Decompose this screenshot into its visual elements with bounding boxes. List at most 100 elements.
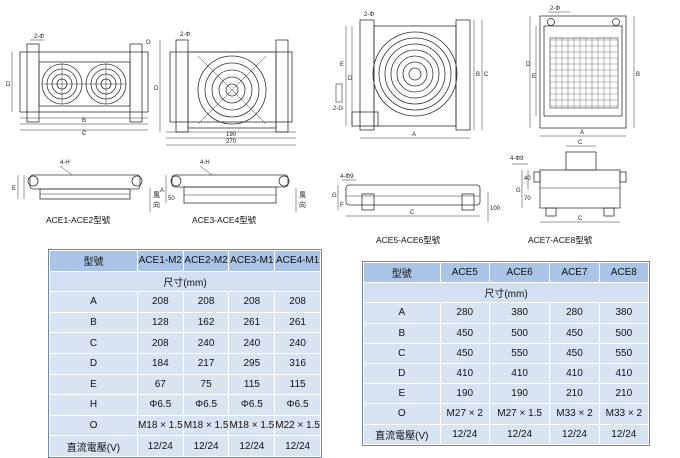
table-cell: 410 [550, 363, 599, 384]
table-header-cell: ACE7 [550, 263, 599, 283]
ace56-side-view [337, 179, 489, 222]
table-cell: 12/24 [275, 436, 320, 456]
table-header-cell: 型號 [50, 251, 137, 271]
table-cell: 500 [489, 323, 550, 343]
table-header-cell: ACE3-M1 [229, 251, 275, 271]
table-row: 直流電壓(V) 12/24 12/24 12/24 12/24 [50, 436, 320, 456]
ace34-dim-side-height: 50 [168, 196, 175, 202]
ace78-dim-side-left3: 70 [524, 196, 531, 202]
ace56-dim-side-right: 100 [490, 206, 501, 212]
ace56-caption: ACE5-ACE6型號 [376, 235, 441, 245]
row-label: H [50, 395, 137, 415]
ace34-dim-bottom1: 190 [226, 132, 237, 138]
table-cell: M18 × 1.5 [229, 415, 275, 436]
ace12-dim-bottom1: B [82, 118, 86, 124]
table-cell: 12/24 [599, 424, 648, 444]
table-cell: 410 [489, 363, 550, 384]
table-cell: 115 [275, 374, 320, 395]
ace34-dim-side-left: A [160, 188, 164, 194]
table-cell: 67 [137, 374, 183, 395]
ace56-dim-side-left1: G [332, 193, 337, 199]
table-cell: 410 [599, 363, 648, 384]
ace56-dim-top: 2-Φ [364, 12, 374, 18]
table-cell: M27 × 1.5 [489, 404, 550, 424]
table-subheader-row: 尺寸(mm) [364, 283, 648, 303]
table-cell: 12/24 [550, 424, 599, 444]
row-label: A [50, 292, 137, 312]
ace34-dim-bottom2: 270 [226, 139, 237, 145]
table-row: D 410 410 410 410 [364, 363, 648, 384]
ace34-wind-label-1: 風 [299, 191, 306, 199]
ace78-dim-side-top: C [578, 140, 583, 146]
ace56-dim-left1: E [340, 62, 344, 68]
ace12-caption: ACE1-ACE2型號 [46, 215, 111, 225]
table-row: O M27 × 2 M27 × 1.5 M33 × 2 M33 × 2 [364, 404, 648, 424]
table-row: 直流電壓(V) 12/24 12/24 12/24 12/24 [364, 424, 648, 444]
table-row: C 450 550 450 550 [364, 343, 648, 363]
table-cell: 12/24 [183, 436, 229, 456]
table-row: E 190 190 210 210 [364, 384, 648, 404]
ace34-caption: ACE3-ACE4型號 [192, 215, 257, 225]
ace12-wind-label-1: 風 [153, 191, 160, 199]
ace12-wind-label-2: 向 [153, 200, 160, 209]
table-subheader: 尺寸(mm) [364, 283, 648, 303]
table-cell: 210 [550, 384, 599, 404]
row-label: E [50, 374, 137, 395]
table-cell: 208 [229, 292, 275, 312]
table-cell: 115 [229, 374, 275, 395]
table-cell: 217 [183, 353, 229, 374]
ace56-front-view [335, 19, 483, 139]
table-cell: M33 × 2 [550, 404, 599, 424]
table-row: B 128 162 261 261 [50, 312, 320, 333]
table-cell: 450 [440, 343, 489, 363]
table-cell: 208 [137, 292, 183, 312]
table-cell: 208 [275, 292, 320, 312]
table-cell: M18 × 1.5 [137, 415, 183, 436]
table-cell: 12/24 [137, 436, 183, 456]
table-cell: 240 [229, 333, 275, 353]
ace12-dim-side-height: E [12, 186, 16, 192]
table-cell: Φ6.5 [229, 395, 275, 415]
table-row: C 208 240 240 240 [50, 333, 320, 353]
table-subheader: 尺寸(mm) [50, 271, 320, 292]
ace78-dim-right: B [636, 72, 640, 78]
table-cell: Φ6.5 [137, 395, 183, 415]
table-cell: 208 [183, 292, 229, 312]
ace34-wind-label-2: 向 [299, 200, 306, 209]
table-cell: 210 [599, 384, 648, 404]
ace56-dim-side-hole: 4-Φ9 [340, 174, 354, 180]
table-header-cell: ACE2-M2 [183, 251, 229, 271]
ace34-dim-left: D [154, 86, 159, 92]
table-cell: 500 [599, 323, 648, 343]
table-cell: 295 [229, 353, 275, 374]
row-label: E [364, 384, 440, 404]
ace78-dim-side-hole: 4-Φ9 [510, 156, 524, 162]
row-label: O [50, 415, 137, 436]
table-header-cell: ACE4-M1 [275, 251, 320, 271]
table-row: O M18 × 1.5 M18 × 1.5 M18 × 1.5 M22 × 1.… [50, 415, 320, 436]
ace56-dim-side-bottom: C [410, 210, 415, 216]
ace12-dim-left: D [6, 82, 11, 88]
table-cell: 550 [599, 343, 648, 363]
ace78-dim-left2: E [532, 74, 536, 80]
table-row: E 67 75 115 115 [50, 374, 320, 395]
row-label: C [364, 343, 440, 363]
table-cell: 316 [275, 353, 320, 374]
ace78-dim-top: 2-Φ [550, 6, 560, 12]
table-cell: 380 [489, 303, 550, 323]
table-cell: 550 [489, 343, 550, 363]
ace56-dim-left2: D [348, 76, 353, 82]
ace78-front-view [529, 11, 635, 137]
ace12-dim-right-top: O [146, 40, 151, 46]
ace12-dim-side-hole: 4-H [60, 160, 70, 166]
table-cell: 261 [275, 312, 320, 333]
ace56-dim-bottom: A [412, 132, 416, 138]
table-header-row: 型號 ACE1-M2 ACE2-M2 ACE3-M1 ACE4-M1 [50, 251, 320, 271]
table-subheader-row: 尺寸(mm) [50, 271, 320, 292]
ace56-dim-port: 2-G [333, 106, 343, 112]
table-cell: M33 × 2 [599, 404, 648, 424]
table-cell: 261 [229, 312, 275, 333]
table-cell: 450 [440, 323, 489, 343]
table-cell: 162 [183, 312, 229, 333]
